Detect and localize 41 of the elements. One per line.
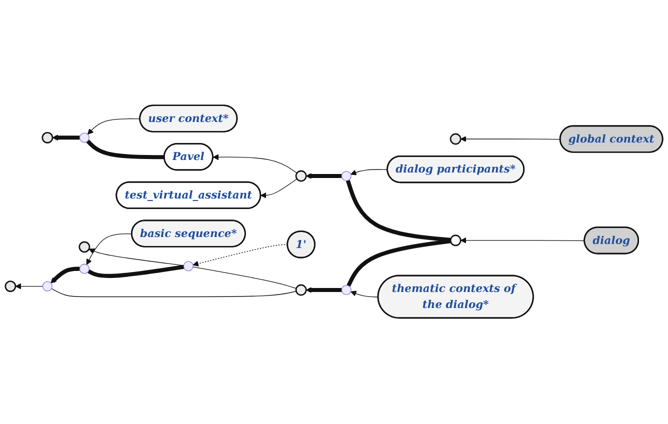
junction-point <box>79 264 90 274</box>
arrow <box>306 173 342 180</box>
connector <box>192 266 297 290</box>
concept-node: 1' <box>286 231 316 259</box>
arrow <box>350 291 379 298</box>
node-circle <box>450 134 462 146</box>
junction-point <box>341 171 352 182</box>
connector <box>51 288 297 298</box>
arrow <box>50 267 80 284</box>
connector <box>88 265 184 278</box>
node-circle <box>450 235 462 246</box>
connector <box>346 180 451 242</box>
node-circle <box>4 280 16 292</box>
junction-point <box>42 282 52 292</box>
arrow <box>306 287 342 294</box>
connector <box>86 140 164 160</box>
node-circle <box>78 242 90 254</box>
concept-node: global context <box>559 126 664 154</box>
concept-node: test_virtual_assistant <box>116 182 262 210</box>
arrow <box>52 135 80 141</box>
concept-node: Pavel <box>163 143 214 171</box>
concept-node: basic sequence* <box>130 220 246 248</box>
arrow <box>212 154 298 174</box>
concept-node: user context* <box>139 105 238 133</box>
node-circle <box>295 170 307 182</box>
concept-node: dialog <box>584 226 640 255</box>
node-circle <box>295 284 307 296</box>
junction-point <box>79 132 90 144</box>
arrow <box>260 178 298 199</box>
node-circle <box>42 132 54 144</box>
junction-point <box>341 285 352 296</box>
concept-node: dialog participants* <box>386 156 525 184</box>
arrow <box>15 284 44 290</box>
connector <box>346 239 451 287</box>
arrow <box>87 118 141 135</box>
arrow <box>460 238 585 244</box>
arrow <box>86 234 132 266</box>
arrow <box>350 170 388 176</box>
concept-node: thematic contexts of the dialog* <box>377 275 534 319</box>
junction-point <box>183 261 194 272</box>
arrow <box>460 136 561 142</box>
